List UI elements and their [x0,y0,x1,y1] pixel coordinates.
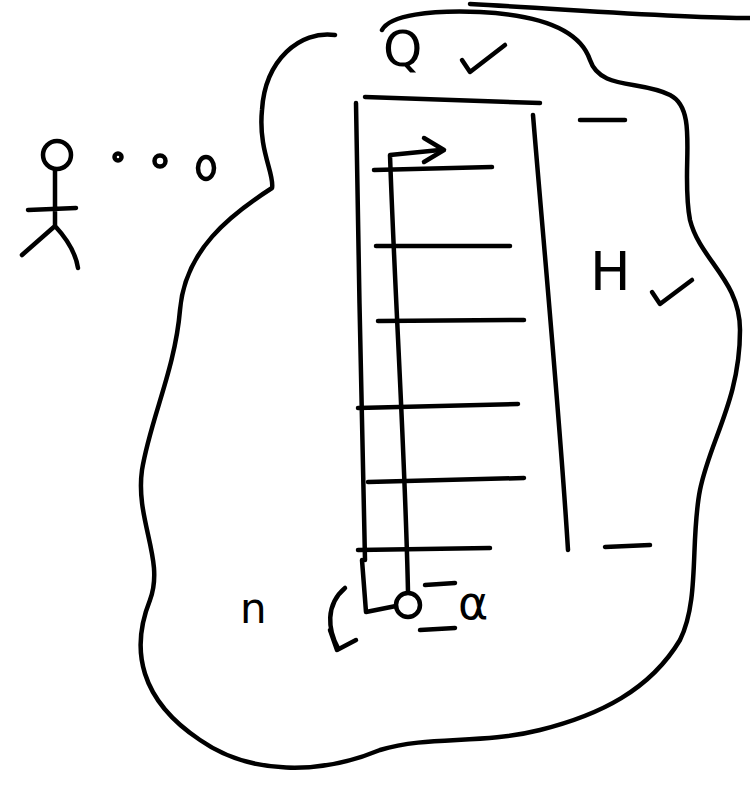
pump-circle [396,593,420,617]
flow-label: Q [383,24,422,74]
stick-figure [22,141,78,268]
outline-tail [470,4,750,18]
speed-label: n [240,588,267,630]
bubbles [115,154,215,180]
angle-label: α [458,580,488,626]
column-vessel [356,97,568,560]
rotation-arrow [330,588,356,650]
check-marks [462,45,692,304]
column-trays [358,167,524,550]
height-ticks [580,120,650,547]
pump-marks [420,583,455,630]
height-label: H [590,245,631,299]
region-outline [141,12,740,768]
flow-pipe [362,138,444,612]
